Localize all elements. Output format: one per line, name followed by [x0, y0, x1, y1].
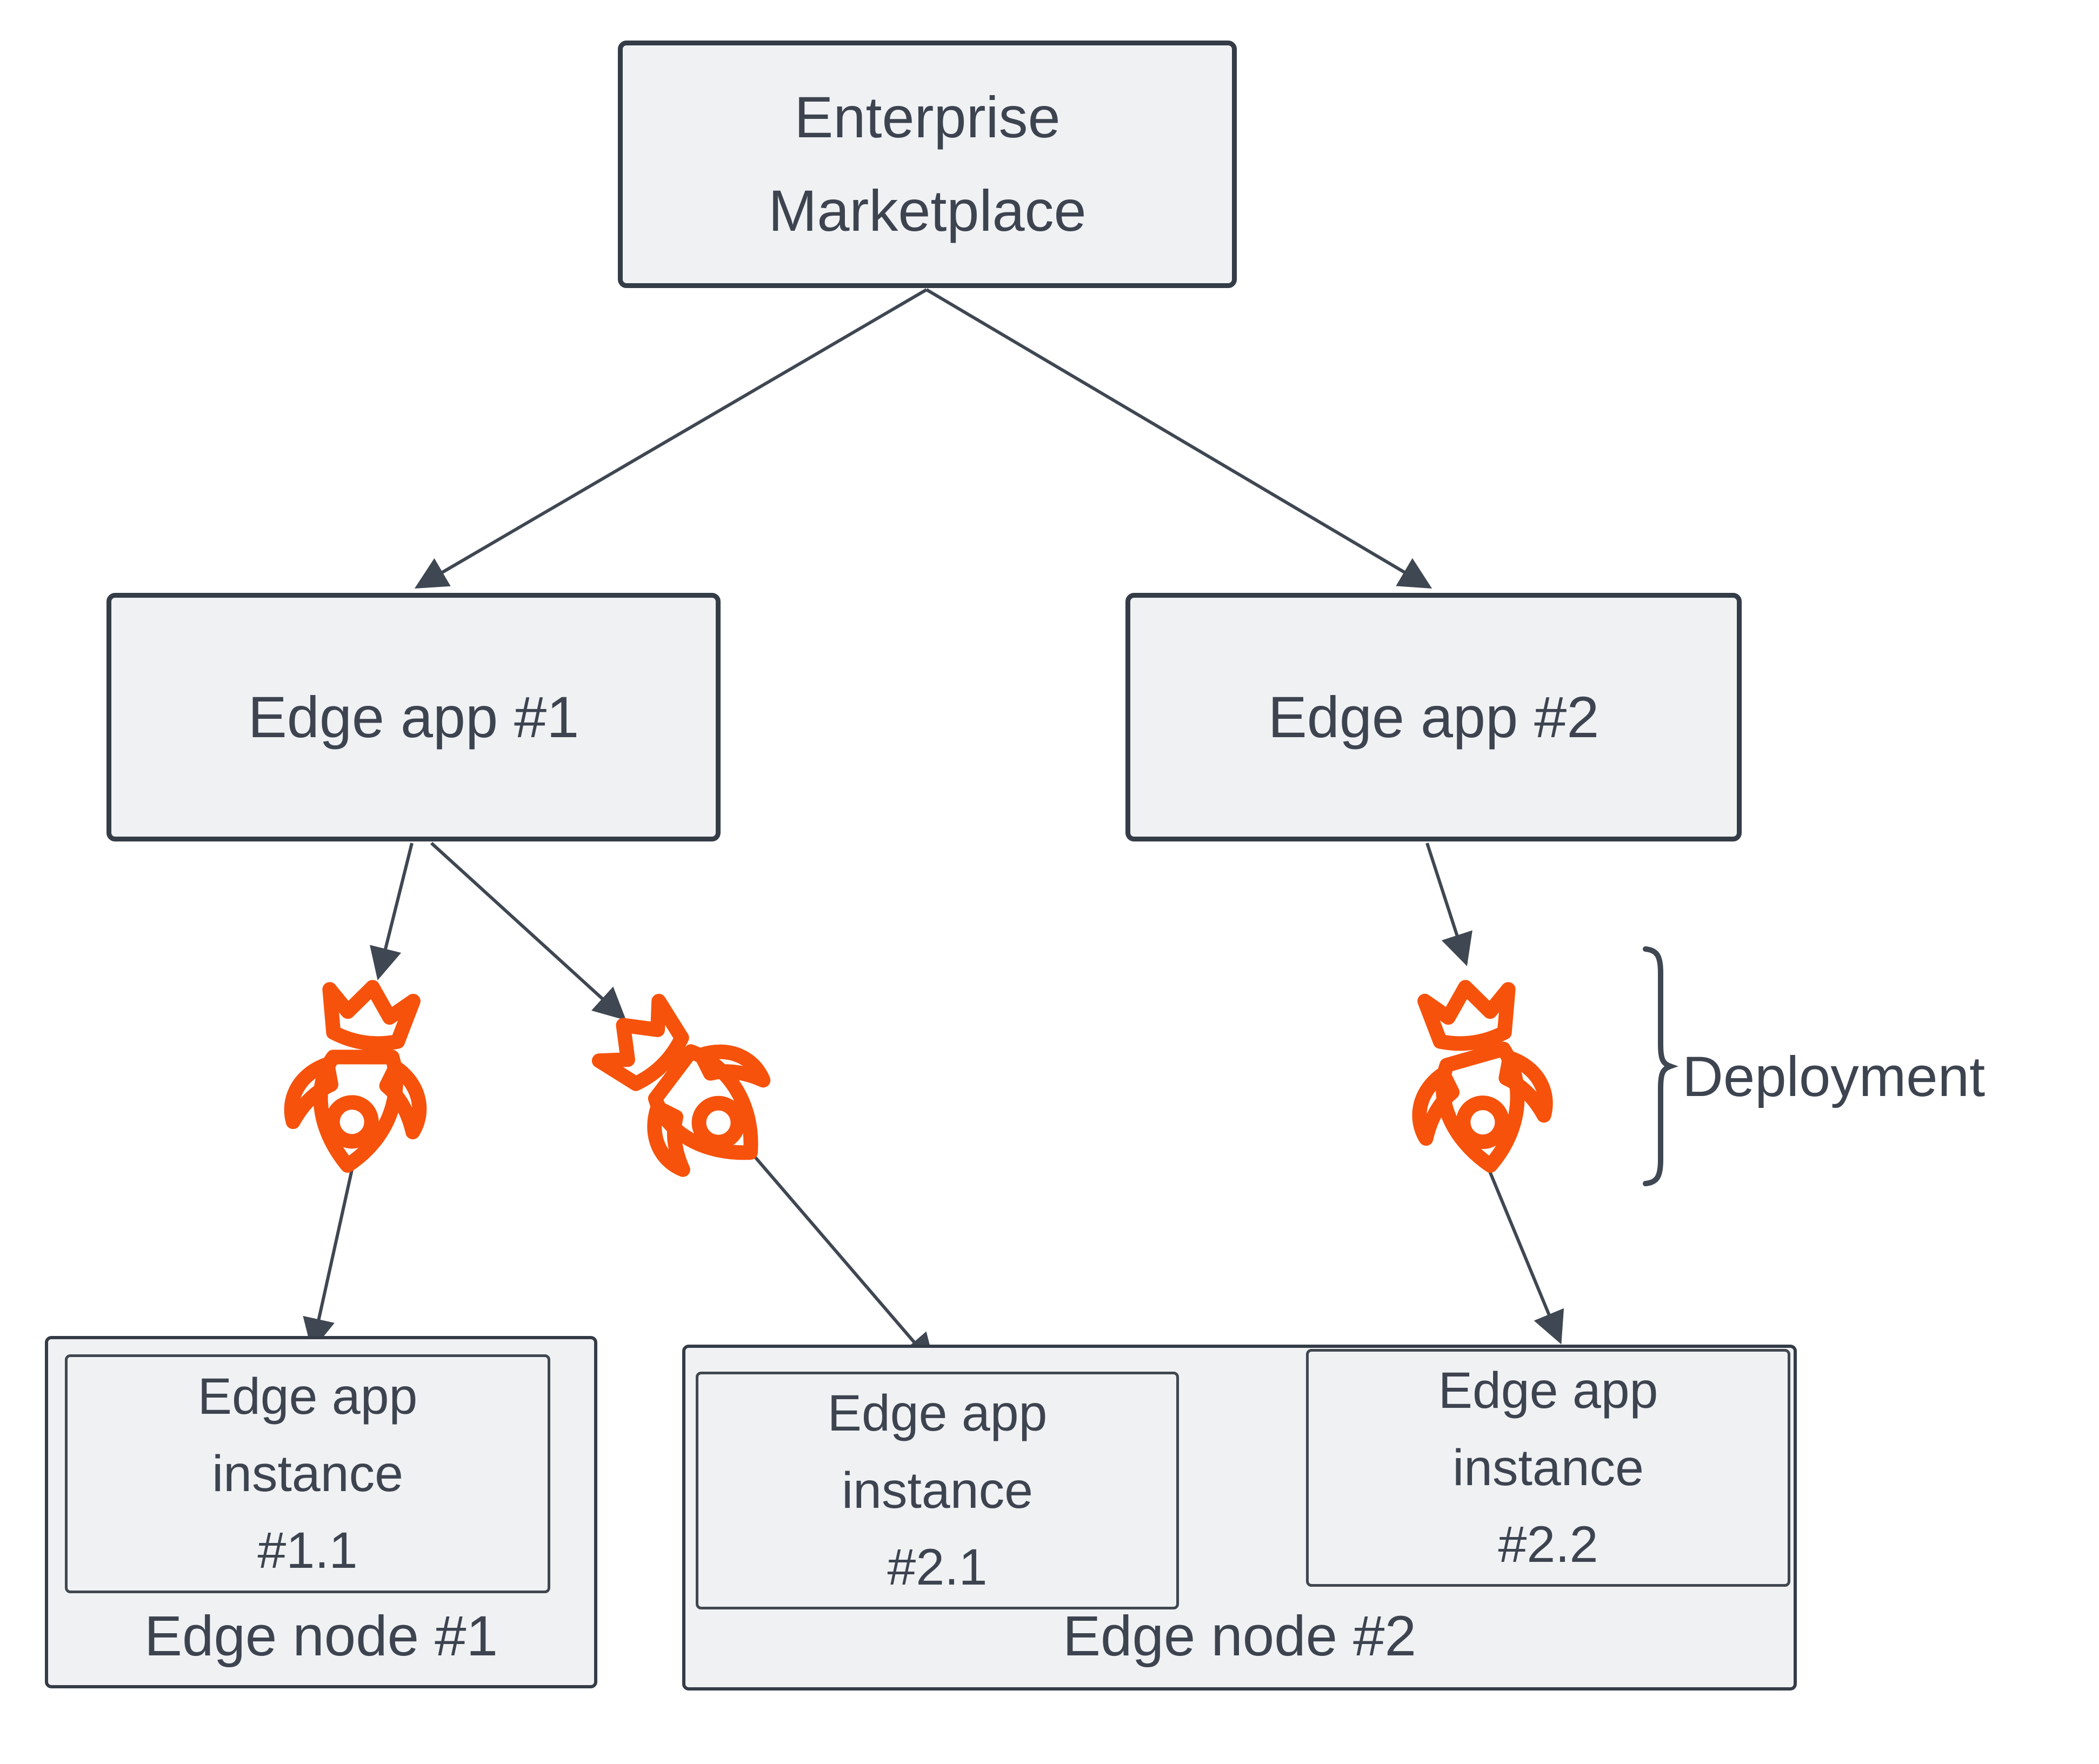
node-label-line: Marketplace [768, 178, 1087, 243]
node-edge-node-2: Edge app instance #2.1 Edge app instance… [682, 1345, 1797, 1690]
node-label-line: Edge app [1438, 1362, 1658, 1420]
connector-arrow [1425, 843, 1472, 966]
connector-arrow [369, 843, 414, 980]
node-label: Edge app #2 [1268, 684, 1600, 750]
rocket-icon [1402, 978, 1554, 1174]
node-label-line: instance [212, 1445, 403, 1502]
node-edge-app-2: Edge app #2 [1125, 593, 1742, 841]
connector-arrow [925, 288, 1432, 589]
node-label: Edge app instance #2.1 [698, 1375, 1176, 1606]
deployment-label: Deployment [1682, 1045, 1985, 1108]
node-instance-2-2: Edge app instance #2.2 [1306, 1349, 1790, 1587]
node-label-line: Enterprise [794, 84, 1061, 150]
node-edge-node-1: Edge app instance #1.1 Edge node #1 [45, 1336, 597, 1688]
rocket-icon [284, 978, 436, 1174]
node-enterprise-marketplace: Enterprise Marketplace [618, 41, 1237, 288]
node-label: Edge app #1 [248, 684, 579, 750]
connector-arrow [753, 1155, 935, 1367]
node-label: Enterprise Marketplace [623, 71, 1232, 258]
connector-arrow [1486, 1165, 1564, 1345]
edge-node-1-caption: Edge node #1 [144, 1605, 498, 1668]
node-label-line: Edge app [197, 1368, 418, 1426]
connector-arrow [303, 1167, 354, 1351]
node-edge-app-1: Edge app #1 [106, 593, 721, 841]
edge-node-2-caption: Edge node #2 [1063, 1605, 1416, 1668]
node-label: Edge app instance #1.1 [68, 1358, 548, 1589]
node-label-line: Edge app [827, 1385, 1048, 1442]
node-label-line: #2.2 [1498, 1516, 1598, 1574]
connector-arrow [430, 841, 627, 1021]
node-instance-2-1: Edge app instance #2.1 [696, 1372, 1179, 1609]
curly-brace-icon [1643, 946, 1678, 1186]
node-label: Edge app instance #2.2 [1309, 1352, 1788, 1583]
node-instance-1-1: Edge app instance #1.1 [65, 1354, 550, 1593]
node-label-line: instance [1452, 1439, 1644, 1496]
node-label-line: #2.1 [887, 1539, 988, 1596]
node-label-line: #1.1 [257, 1522, 358, 1580]
node-label-line: instance [842, 1461, 1033, 1519]
connector-arrow [414, 288, 928, 589]
